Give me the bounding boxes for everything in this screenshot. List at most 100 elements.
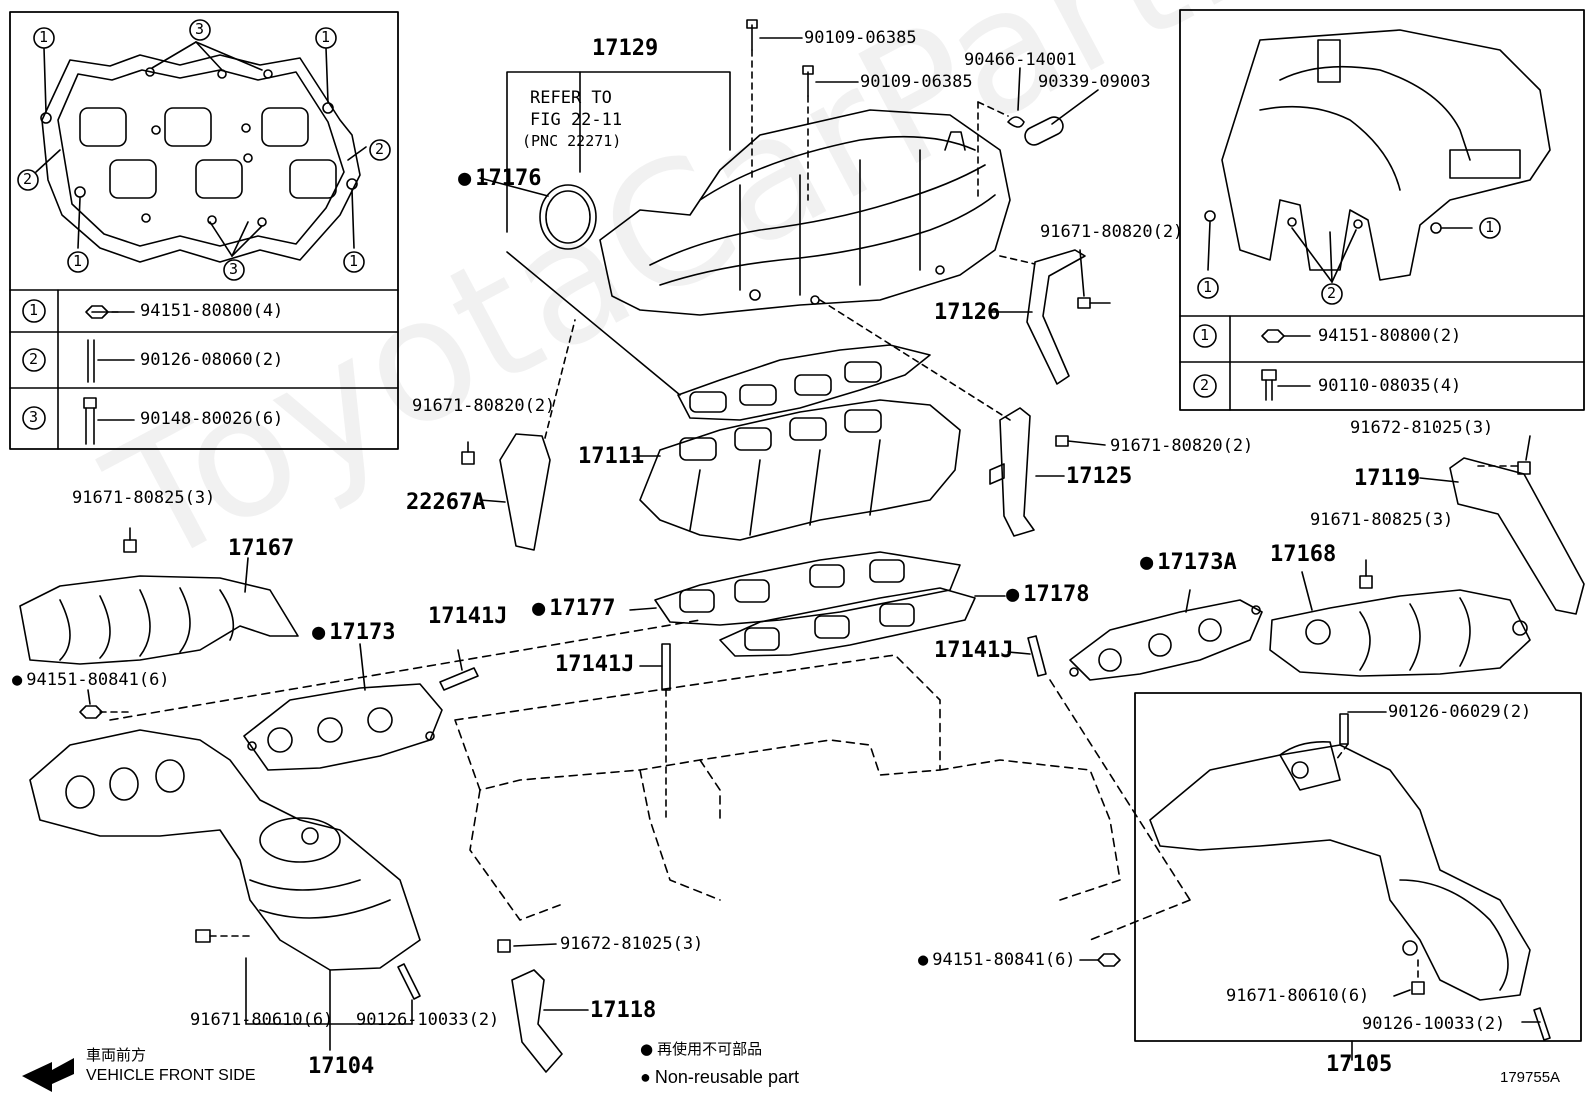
callout-num: 3 (195, 20, 205, 38)
label-90126-10033-left: 90126-10033(2) (356, 1010, 500, 1030)
callout-num: 1 (1203, 278, 1213, 296)
label-90466: 90466-14001 (964, 50, 1077, 70)
hose-90339 (1024, 89, 1099, 146)
bracket-17126 (989, 249, 1111, 385)
label-91671-80820-c: 91671-80820(2) (1110, 436, 1254, 456)
exhaust-gasket-17173 (243, 643, 443, 771)
label-17173: 17173 (312, 622, 395, 644)
label-91671-80825-a: 91671-80825(3) (72, 488, 216, 508)
nut-94151-right (1079, 953, 1121, 967)
callout-num: 1 (73, 252, 83, 270)
callout-num: 1 (39, 28, 49, 46)
inset-left-box (9, 11, 399, 450)
legend-front-en: VEHICLE FRONT SIDE (86, 1067, 256, 1084)
diagram-code: 179755A (1500, 1069, 1561, 1086)
label-17176: 17176 (458, 168, 541, 190)
refer-note-line1: REFER TO (530, 88, 612, 108)
refer-note-line3: (PNC 22271) (522, 132, 622, 150)
label-91672-81025-b: 91672-81025(3) (560, 934, 704, 954)
refer-box-lines (506, 71, 731, 396)
label-91671-80825-b: 91671-80825(3) (1310, 510, 1454, 530)
inset-right-manifold-drawing (1204, 29, 1551, 401)
inset-right-box (1179, 9, 1585, 411)
callout-circles (17, 19, 1501, 430)
callout-num: 3 (229, 260, 239, 278)
table-left-part-3: 90148-80026(6) (140, 409, 284, 429)
inset-left-table-icons (83, 305, 135, 445)
exhaust-manifold-17105 (1149, 711, 1551, 1061)
table-right-part-1: 94151-80800(2) (1318, 326, 1462, 346)
table-left-num-1: 1 (29, 301, 39, 319)
label-91671-80820-a: 91671-80820(2) (1040, 222, 1184, 242)
legend-front-jp: 車両前方 (86, 1046, 147, 1064)
label-17178: 17178 (1006, 584, 1089, 606)
label-90126-06029: 90126-06029(2) (1388, 702, 1532, 722)
intake-manifold-upper (599, 109, 1011, 316)
intake-manifold-lower (631, 399, 961, 541)
label-17126: 17126 (934, 300, 1001, 325)
bolt-90109-b (802, 65, 859, 201)
label-90109-b: 90109-06385 (860, 72, 973, 92)
callout-num: 1 (349, 252, 359, 270)
label-90339: 90339-09003 (1038, 72, 1151, 92)
legend-nonreusable-en: Non-reusable part (640, 1068, 799, 1086)
label-17168: 17168 (1270, 542, 1337, 567)
label-17141J-right: 17141J (934, 638, 1014, 663)
label-17129: 17129 (592, 36, 659, 61)
table-right-num-2: 2 (1200, 376, 1210, 394)
label-94151-80841-right: 94151-80841(6) (918, 952, 1075, 969)
label-17104: 17104 (308, 1054, 375, 1079)
label-17173A: 17173A (1140, 552, 1236, 574)
table-right-part-2: 90110-08035(4) (1318, 376, 1462, 396)
label-17119: 17119 (1354, 466, 1421, 491)
label-22267A: 22267A (406, 490, 486, 515)
label-17111: 17111 (578, 444, 645, 469)
label-17141J-left: 17141J (428, 604, 508, 629)
label-17167: 17167 (228, 536, 295, 561)
bracket-17118 (497, 939, 589, 1073)
label-17118: 17118 (590, 998, 657, 1023)
refer-note-line2: FIG 22-11 (530, 110, 623, 130)
label-94151-80841-left: 94151-80841(6) (12, 672, 169, 689)
table-right-num-1: 1 (1200, 326, 1210, 344)
bracket-17119 (1419, 435, 1585, 615)
label-90126-10033-right: 90126-10033(2) (1362, 1014, 1506, 1034)
callout-num: 2 (23, 170, 33, 188)
table-left-part-2: 90126-08060(2) (140, 350, 284, 370)
bracket-17125 (989, 407, 1106, 537)
label-90109-a: 90109-06385 (804, 28, 917, 48)
label-17105: 17105 (1326, 1052, 1393, 1077)
exhaust-gasket-17173A (1069, 589, 1263, 681)
label-91671-80610-left: 91671-80610(6) (190, 1010, 334, 1030)
intake-gasket-17178 (719, 587, 1006, 657)
heat-insulator-17168 (1269, 559, 1531, 677)
label-91671-80820-b: 91671-80820(2) (412, 396, 556, 416)
callout-num: 2 (375, 140, 385, 158)
callout-num: 1 (1485, 218, 1495, 236)
intake-gasket-17177 (629, 551, 961, 626)
callout-num: 2 (1327, 284, 1337, 302)
stud-17141J-center (639, 643, 671, 821)
exhaust-manifold-17104 (29, 729, 421, 1051)
label-17141J-center: 17141J (555, 652, 635, 677)
table-left-num-2: 2 (29, 350, 39, 368)
engine-block-outline (109, 619, 1191, 941)
label-91671-80610-right: 91671-80610(6) (1226, 986, 1370, 1006)
label-17177: 17177 (532, 598, 615, 620)
intake-gasket-upper (677, 299, 1011, 421)
exhaust-manifold-right-box (1134, 692, 1582, 1042)
heat-insulator-17167 (19, 527, 299, 665)
bracket-22267A (461, 319, 576, 551)
table-left-part-1: 94151-80800(4) (140, 301, 284, 321)
vehicle-front-arrow (22, 1058, 74, 1092)
clip-90466 (977, 67, 1025, 201)
stud-17141J-right (1007, 635, 1047, 677)
inset-left-gasket-drawing (35, 41, 367, 263)
table-left-num-3: 3 (29, 408, 39, 426)
callout-num: 1 (321, 28, 331, 46)
nut-94151-left (79, 689, 131, 719)
label-17125: 17125 (1066, 464, 1133, 489)
stud-17141J-left (439, 649, 479, 691)
